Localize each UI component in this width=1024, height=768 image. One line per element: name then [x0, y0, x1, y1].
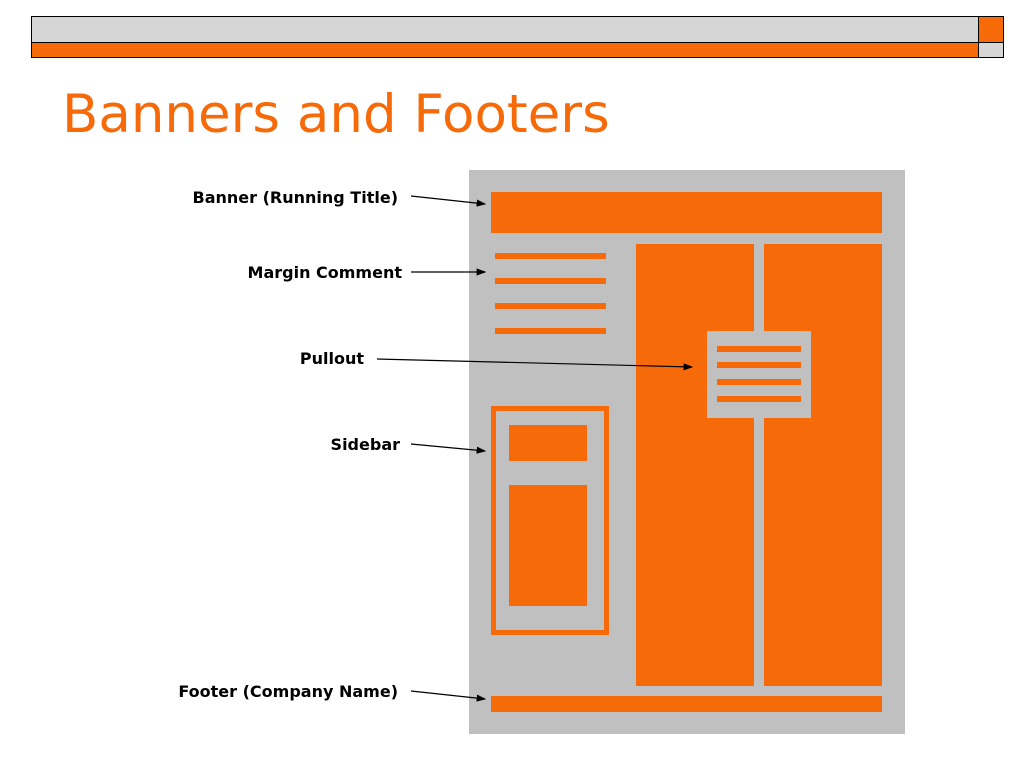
pullout-line [717, 346, 801, 352]
banner-block [491, 192, 882, 233]
margin-comment-line [495, 328, 606, 334]
pullout-box [707, 331, 811, 418]
top-square-gray [978, 42, 1004, 58]
sidebar-body-block [509, 485, 587, 606]
pullout-line [717, 362, 801, 368]
text-column-right [764, 244, 882, 686]
pullout-label: Pullout [299, 349, 364, 368]
sidebar-label: Sidebar [330, 435, 400, 454]
footer-block [491, 696, 882, 712]
margin-comment-line [495, 253, 606, 259]
footer-arrow [410, 690, 487, 702]
top-square-orange [978, 16, 1004, 43]
sidebar-header-block [509, 425, 587, 461]
sidebar-frame [491, 406, 609, 635]
margin-comment-label: Margin Comment [247, 263, 402, 282]
pullout-line [717, 396, 801, 402]
pullout-arrow [376, 358, 694, 371]
margin-comment-line [495, 278, 606, 284]
sidebar-arrow [410, 443, 487, 454]
text-column-left [636, 244, 754, 686]
margin-comment-line [495, 303, 606, 309]
page-diagram [469, 170, 905, 734]
slide-title: Banners and Footers [62, 84, 610, 145]
banner-arrow [410, 195, 487, 207]
banner-label: Banner (Running Title) [192, 188, 398, 207]
footer-label: Footer (Company Name) [178, 682, 398, 701]
pullout-line [717, 379, 801, 385]
